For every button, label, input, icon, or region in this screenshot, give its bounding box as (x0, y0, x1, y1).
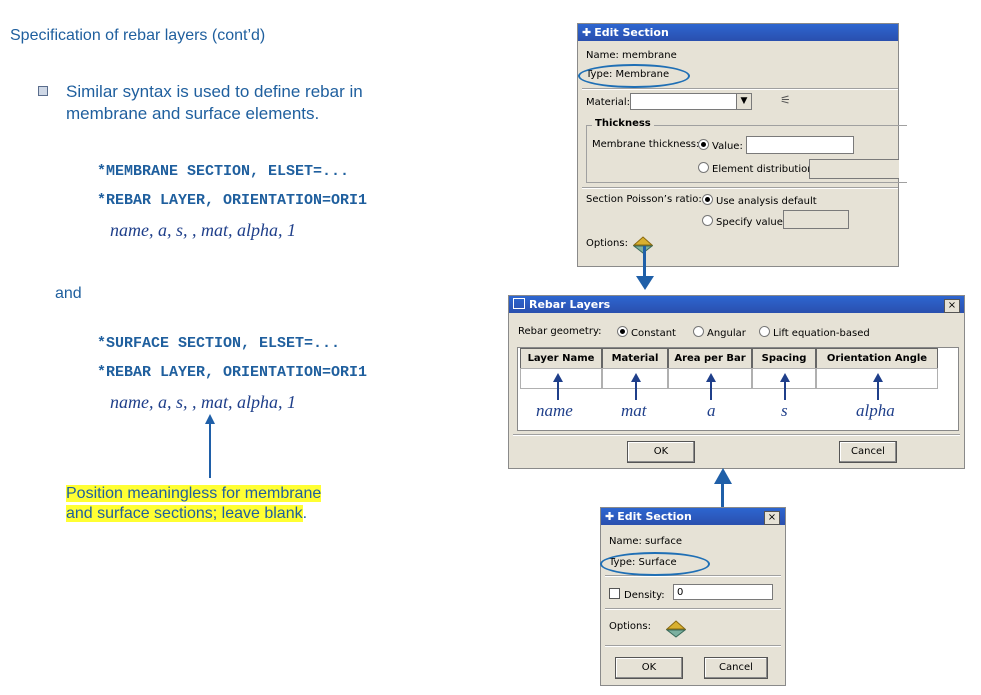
cancel-button[interactable]: Cancel (839, 441, 897, 463)
type-highlight-oval (578, 64, 690, 88)
bullet-text: Similar syntax is used to define rebar i… (66, 82, 363, 123)
options-label: Options: (586, 238, 628, 249)
code-surface-section: *SURFACE SECTION, ELSET=... (97, 335, 341, 352)
type-highlight-oval (600, 552, 710, 576)
edit-section-surface-dialog: ✚Edit Section × Name: surface Type: Surf… (600, 507, 786, 686)
specify-value-radio[interactable]: Specify value: (702, 215, 786, 228)
divider (513, 434, 960, 436)
code-membrane-section: *MEMBRANE SECTION, ELSET=... (97, 163, 350, 180)
divider (605, 608, 781, 610)
divider (605, 575, 781, 577)
param-mat-label: mat (621, 401, 647, 420)
column-header-spacing[interactable]: Spacing (752, 348, 816, 369)
column-header-layer-name[interactable]: Layer Name (520, 348, 602, 369)
dialog-titlebar: ✚Edit Section (601, 508, 785, 525)
element-distribution-radio[interactable]: Element distribution: (698, 162, 817, 175)
code-rebar-layer-2: *REBAR LAYER, ORIENTATION=ORI1 (97, 364, 368, 381)
thickness-value-field[interactable] (746, 136, 854, 154)
material-select[interactable]: ▼ (630, 93, 752, 110)
options-label: Options: (609, 621, 651, 632)
lift-equation-radio[interactable]: Lift equation-based (759, 326, 870, 339)
param-name-label: name (536, 401, 573, 420)
param-alpha-label: alpha (856, 401, 895, 420)
bullet-marker (38, 86, 48, 96)
value-radio[interactable]: Value: (698, 139, 743, 152)
move-icon: ✚ (605, 510, 615, 523)
constant-label: Constant (631, 328, 676, 339)
density-label: Density: (624, 590, 665, 601)
code-params-1: name, a, s, , mat, alpha, 1 (110, 220, 296, 240)
code-rebar-layer-1: *REBAR LAYER, ORIENTATION=ORI1 (97, 192, 368, 209)
and-text: and (55, 285, 82, 302)
thickness-legend: Thickness (592, 118, 654, 129)
ok-button[interactable]: OK (627, 441, 695, 463)
window-icon (513, 298, 525, 309)
note-line-2: and surface sections; leave blank (66, 505, 303, 522)
dialog-titlebar: ✚Edit Section (578, 24, 898, 41)
up-arrow (714, 468, 732, 484)
divider (605, 645, 781, 647)
down-arrow (636, 276, 654, 290)
rebar-geometry-label: Rebar geometry: (518, 326, 602, 337)
slide-title: Specification of rebar layers (cont’d) (10, 27, 266, 44)
move-icon: ✚ (582, 26, 592, 39)
angular-label: Angular (707, 328, 746, 339)
column-header-orientation-angle[interactable]: Orientation Angle (816, 348, 938, 369)
note-line-1: Position meaningless for membrane (66, 485, 322, 502)
cancel-button[interactable]: Cancel (704, 657, 768, 679)
rebar-layers-dialog: Rebar Layers × Rebar geometry: Constant … (508, 295, 965, 469)
rebar-table: Layer Name Material Area per Bar Spacing… (517, 347, 959, 431)
constant-radio[interactable]: Constant (617, 326, 676, 339)
section-name: Name: surface (609, 536, 683, 547)
close-icon[interactable]: × (764, 511, 780, 525)
membrane-thickness-label: Membrane thickness: (592, 139, 700, 150)
material-label: Material: (586, 97, 630, 108)
connector-line (643, 246, 646, 280)
thickness-group (586, 125, 907, 183)
angular-radio[interactable]: Angular (693, 326, 746, 339)
edit-section-membrane-dialog: ✚Edit Section Name: membrane Type: Membr… (577, 23, 907, 267)
use-default-label: Use analysis default (716, 196, 817, 207)
section-name: Name: membrane (586, 50, 677, 61)
dialog-title: Edit Section (594, 26, 669, 39)
value-radio-label: Value: (712, 141, 743, 152)
column-header-material[interactable]: Material (602, 348, 668, 369)
ok-button[interactable]: OK (615, 657, 683, 679)
options-expand-icon[interactable] (666, 620, 686, 638)
note-period: . (302, 505, 308, 522)
close-icon[interactable]: × (944, 299, 960, 313)
element-distribution-label: Element distribution: (712, 164, 817, 175)
dialog-title: Rebar Layers (529, 298, 611, 311)
code-params-2: name, a, s, , mat, alpha, 1 (110, 392, 296, 412)
column-header-area-per-bar[interactable]: Area per Bar (668, 348, 752, 369)
specify-value-label: Specify value: (716, 217, 787, 228)
lift-equation-label: Lift equation-based (773, 328, 870, 339)
divider (582, 88, 898, 90)
material-manager-icon[interactable]: ⚟ (780, 93, 791, 107)
column-arrows (553, 373, 883, 400)
pointer-arrow (205, 414, 215, 478)
note-text: Position meaningless for membrane and su… (66, 484, 322, 524)
density-field[interactable]: 0 (673, 584, 773, 600)
dialog-title: Edit Section (617, 510, 692, 523)
poisson-value-field[interactable] (783, 210, 849, 229)
chevron-down-icon[interactable]: ▼ (736, 94, 751, 109)
use-default-radio[interactable]: Use analysis default (702, 194, 817, 207)
divider (582, 187, 898, 189)
density-checkbox[interactable]: Density: (609, 588, 665, 601)
dialog-titlebar: Rebar Layers (509, 296, 964, 313)
param-s-label: s (781, 401, 788, 420)
poisson-label: Section Poisson’s ratio: (586, 194, 702, 205)
distribution-field[interactable] (809, 159, 899, 179)
param-a-label: a (707, 401, 716, 420)
